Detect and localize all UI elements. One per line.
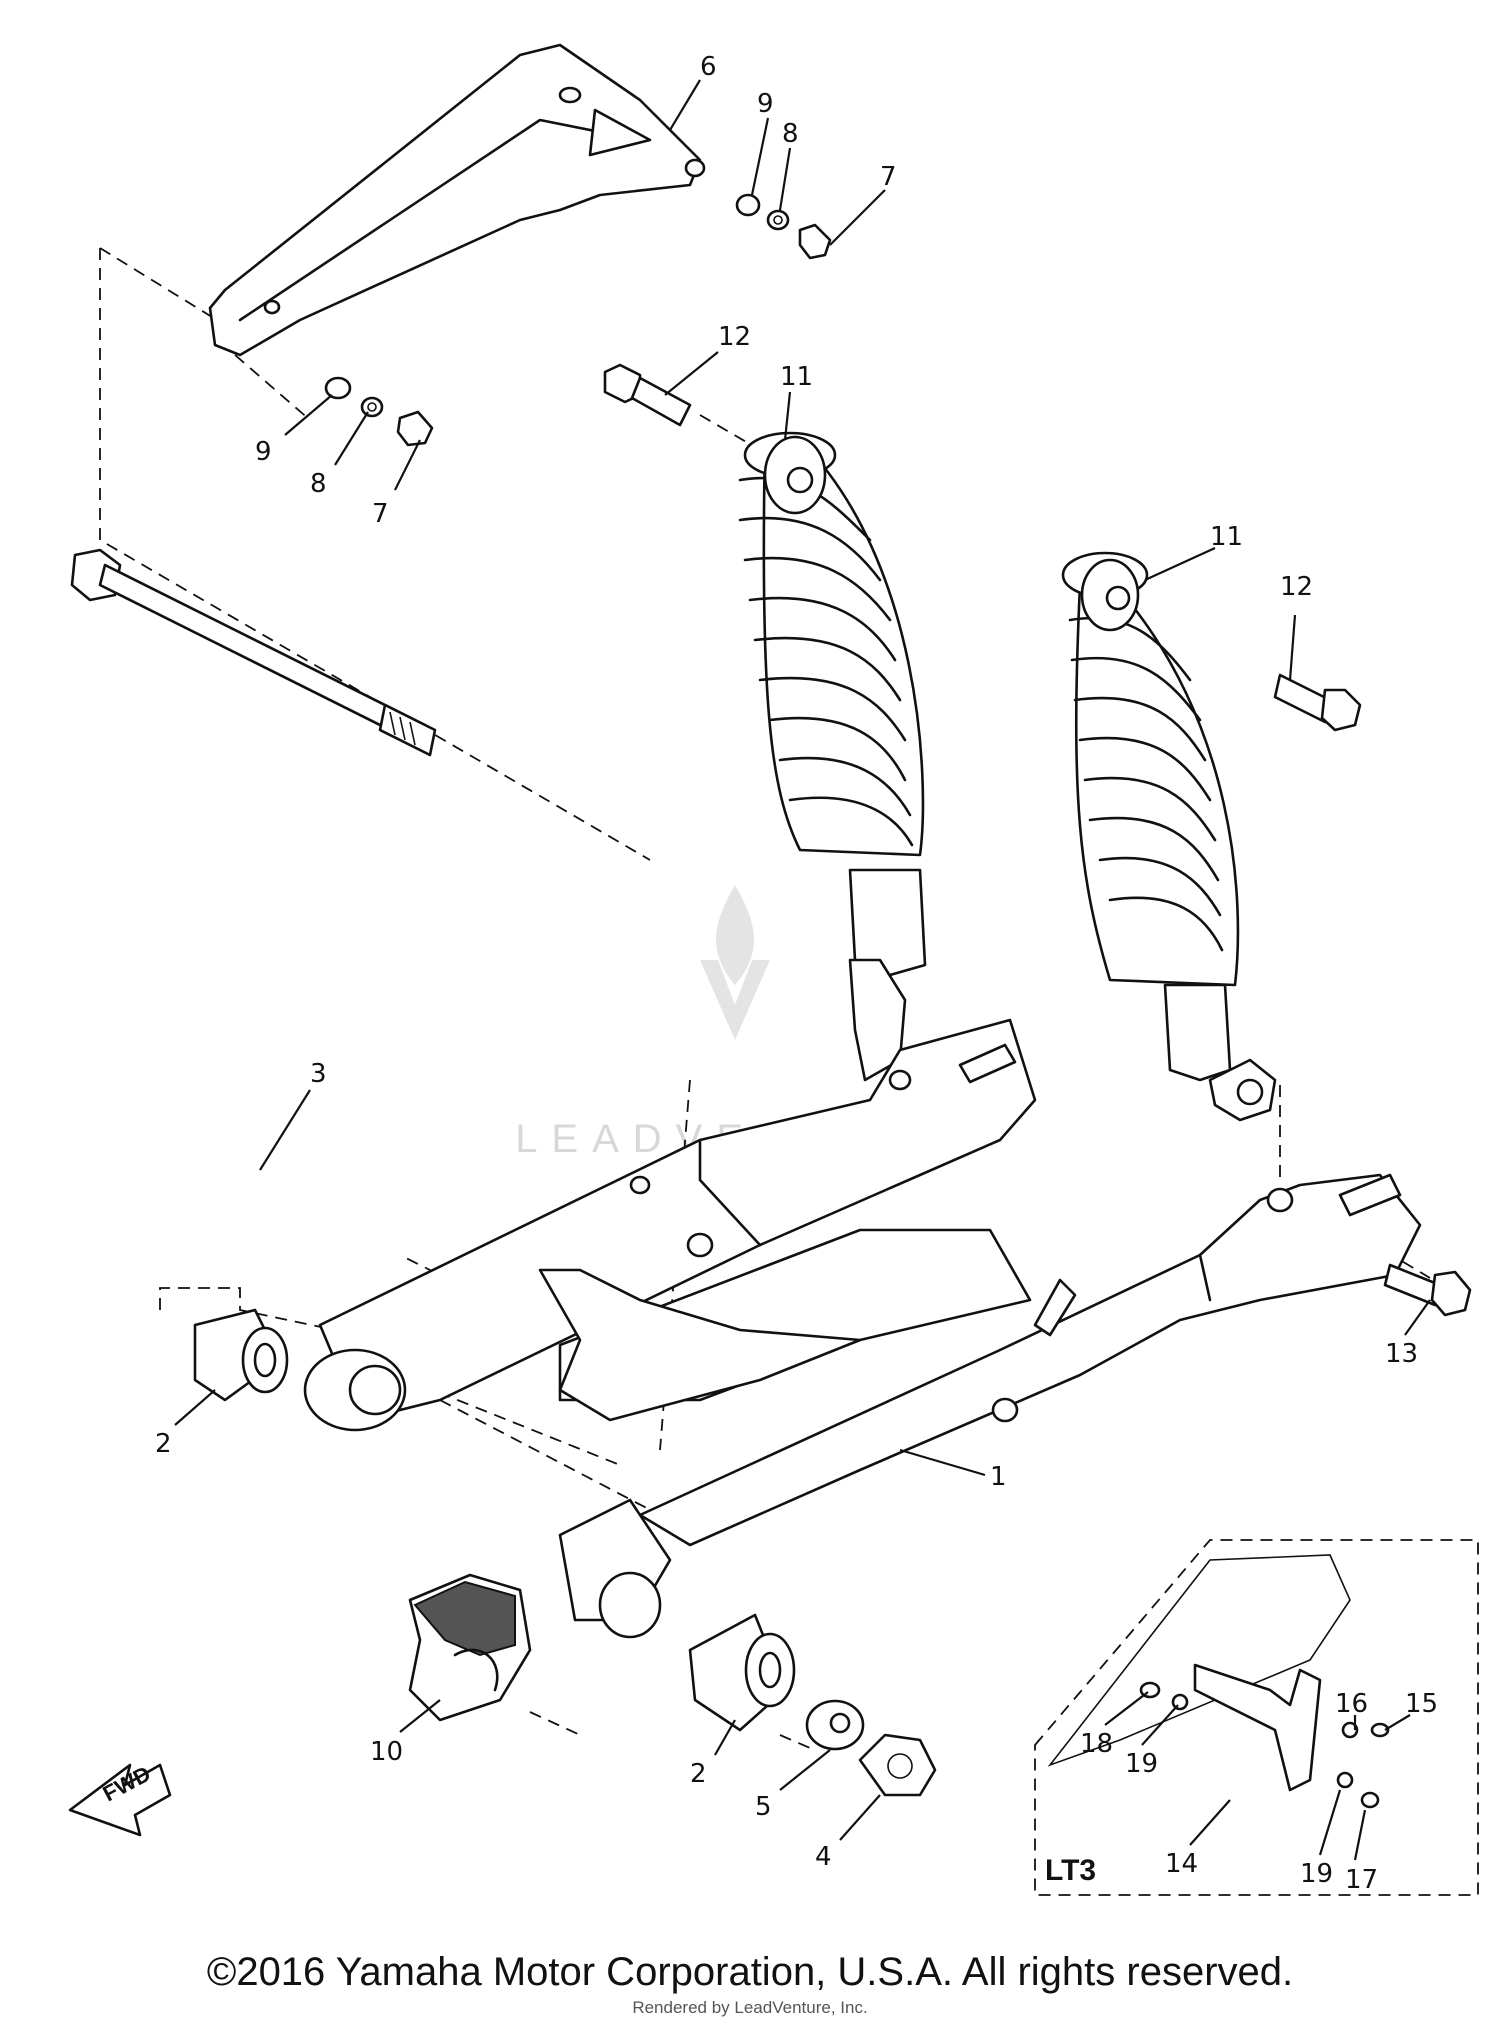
callout-8-lower: 8 bbox=[310, 469, 327, 499]
lt3-inset: LT3 bbox=[1034, 1539, 1479, 1896]
callout-12-right: 12 bbox=[1280, 572, 1313, 602]
callout-6: 6 bbox=[700, 52, 717, 82]
callout-13: 13 bbox=[1385, 1339, 1418, 1369]
callout-7-upper: 7 bbox=[880, 162, 897, 192]
callout-11-right: 11 bbox=[1210, 522, 1243, 552]
callout-numbers: 6 9 8 7 9 8 7 12 11 11 12 3 13 2 1 10 2 … bbox=[155, 52, 1438, 1895]
upper-washer-set bbox=[324, 193, 832, 447]
shock-bolt-right-12 bbox=[1273, 673, 1362, 732]
callout-19-left: 19 bbox=[1125, 1749, 1158, 1779]
callout-4: 4 bbox=[815, 1842, 832, 1872]
fender-brace-part-6 bbox=[208, 43, 706, 357]
callout-12-upper: 12 bbox=[718, 322, 751, 352]
shock-absorber-right-11 bbox=[1061, 551, 1277, 1122]
callout-16: 16 bbox=[1335, 1689, 1368, 1719]
callout-14: 14 bbox=[1165, 1849, 1198, 1879]
callout-3: 3 bbox=[310, 1059, 327, 1089]
bushing-2-right bbox=[688, 1613, 796, 1732]
callout-17: 17 bbox=[1345, 1865, 1378, 1895]
callout-15: 15 bbox=[1405, 1689, 1438, 1719]
swing-arm-part-1 bbox=[303, 1018, 1422, 1639]
axle-bolt-part-13 bbox=[1383, 1263, 1472, 1317]
forward-arrow-icon: FWD bbox=[68, 1761, 172, 1837]
shock-bolt-upper-12 bbox=[603, 363, 692, 427]
callout-11-left: 11 bbox=[780, 362, 813, 392]
callout-leaders bbox=[174, 79, 1431, 1861]
callout-9-lower: 9 bbox=[255, 437, 272, 467]
chain-guard-part-10 bbox=[408, 1573, 532, 1722]
callout-19-right: 19 bbox=[1300, 1859, 1333, 1889]
callout-7-lower: 7 bbox=[372, 499, 389, 529]
bushing-2-left bbox=[193, 1308, 289, 1402]
pivot-shaft-3 bbox=[70, 548, 437, 757]
nut-part-4 bbox=[858, 1733, 937, 1797]
callout-8-upper: 8 bbox=[782, 119, 799, 149]
shock-absorber-left-11 bbox=[738, 431, 927, 1082]
callout-2-right: 2 bbox=[690, 1759, 707, 1789]
callout-10: 10 bbox=[370, 1737, 403, 1767]
copyright-notice: ©2016 Yamaha Motor Corporation, U.S.A. A… bbox=[206, 1950, 1294, 1994]
washer-part-5 bbox=[805, 1699, 865, 1751]
callout-2-left: 2 bbox=[155, 1429, 172, 1459]
callout-18: 18 bbox=[1080, 1729, 1113, 1759]
callout-1: 1 bbox=[990, 1462, 1007, 1492]
rendered-by-note: Rendered by LeadVenture, Inc. bbox=[632, 1998, 868, 2017]
lt3-label: LT3 bbox=[1045, 1854, 1096, 1887]
callout-9-upper: 9 bbox=[757, 89, 774, 119]
callout-5: 5 bbox=[755, 1792, 772, 1822]
